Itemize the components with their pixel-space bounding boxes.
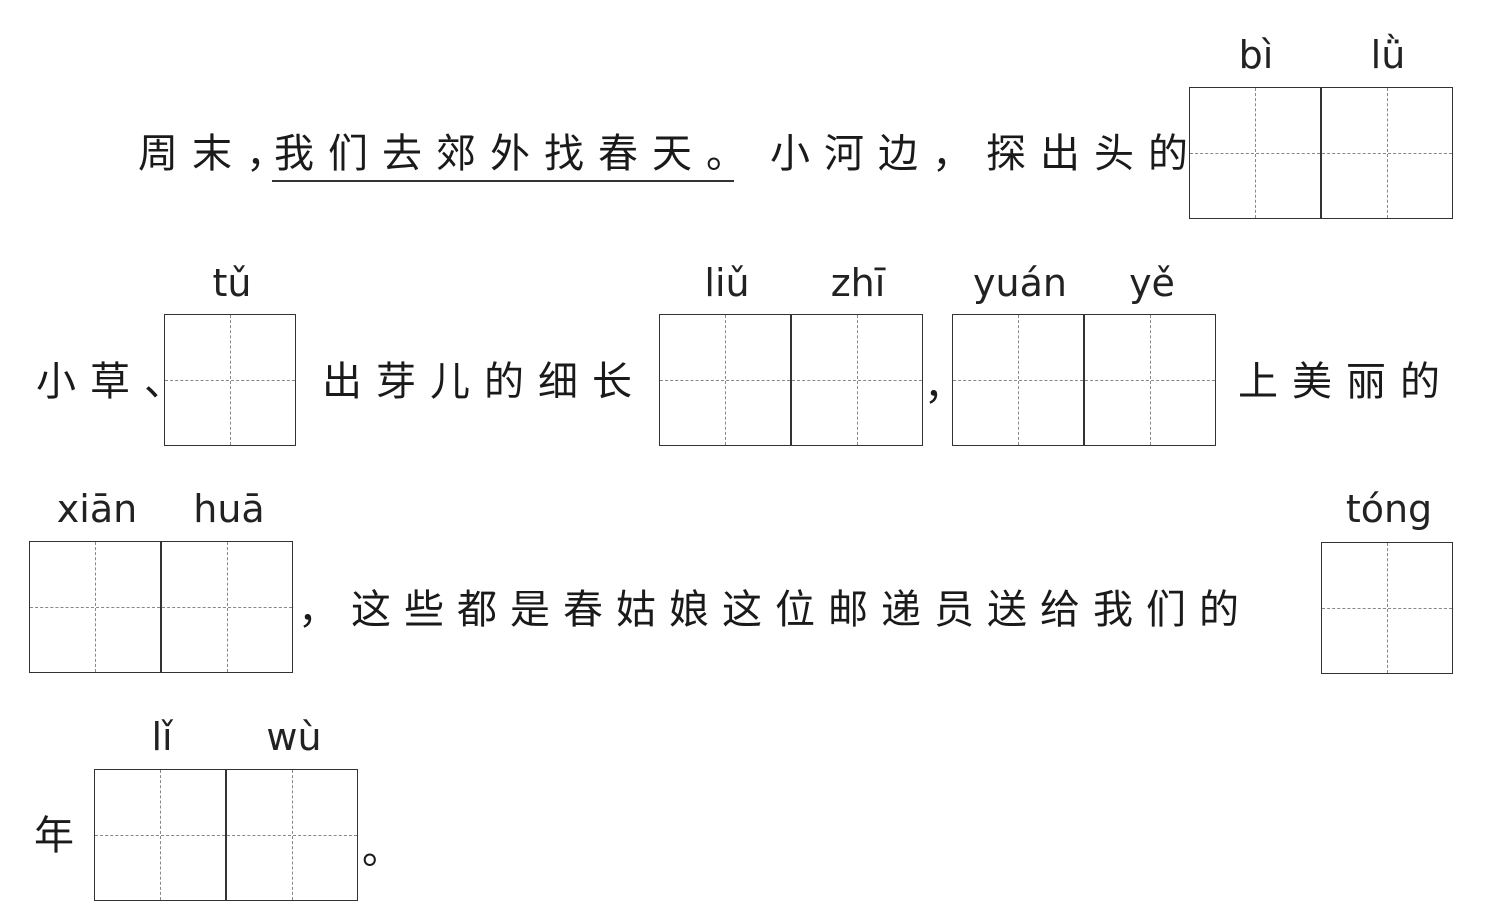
line1-before: 周末， — [138, 131, 300, 177]
line1-after: 小河边，探出头的 — [770, 131, 1202, 177]
pinyin-xian: xiān — [56, 487, 138, 531]
writing-box-lu[interactable] — [1321, 87, 1453, 219]
pinyin-wu: wù — [266, 715, 322, 759]
pinyin-hua: huā — [193, 487, 265, 531]
writing-box-bi[interactable] — [1189, 87, 1321, 219]
writing-box-xian[interactable] — [29, 541, 161, 673]
writing-box-ye[interactable] — [1084, 314, 1216, 446]
writing-box-tong[interactable] — [1321, 542, 1453, 674]
line3-text: ，这些都是春姑娘这位邮递员送给我们的 — [298, 587, 1252, 633]
pinyin-lu: lǜ — [1370, 33, 1406, 77]
writing-box-liu[interactable] — [659, 314, 791, 446]
pinyin-liu: liǔ — [704, 261, 750, 305]
pinyin-ye: yě — [1129, 261, 1175, 305]
pinyin-zhi: zhī — [830, 261, 886, 305]
writing-box-wu[interactable] — [226, 769, 358, 901]
line2-text-1: 小草、 — [36, 359, 198, 405]
line2-text-2: 出芽儿的细长 — [322, 359, 646, 405]
line2-comma: ， — [924, 363, 964, 409]
pinyin-bi: bì — [1238, 33, 1274, 77]
writing-box-yuan[interactable] — [952, 314, 1084, 446]
writing-box-hua[interactable] — [161, 541, 293, 673]
line4-text: 年 — [34, 813, 88, 859]
line4-period: 。 — [362, 827, 402, 873]
pinyin-li: lǐ — [151, 715, 173, 759]
pinyin-tu: tǔ — [212, 261, 252, 305]
writing-box-zhi[interactable] — [791, 314, 923, 446]
writing-box-li[interactable] — [94, 769, 226, 901]
pinyin-tong: tóng — [1345, 487, 1433, 531]
pinyin-yuan: yuán — [973, 261, 1067, 305]
writing-box-tu[interactable] — [164, 314, 296, 446]
line2-text-3: 上美丽的 — [1238, 359, 1454, 405]
line1-underlined-text: 我们去郊外找春天。 — [274, 131, 760, 177]
line1-underline — [272, 180, 734, 182]
